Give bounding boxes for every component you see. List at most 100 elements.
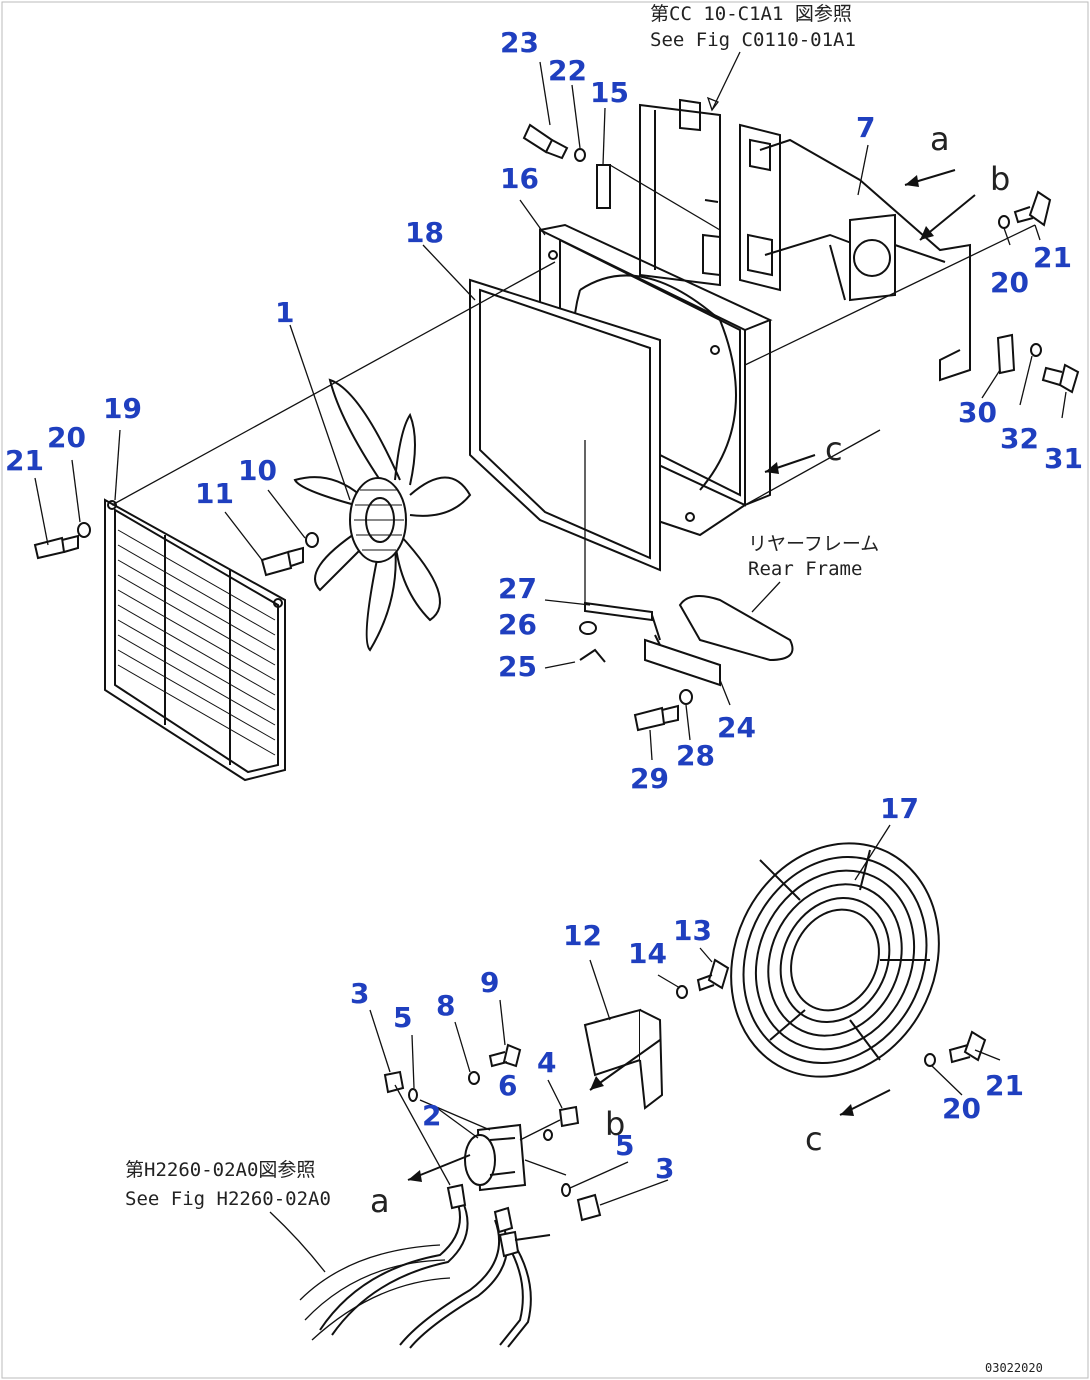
arrow-b-bottom: b	[589, 1039, 661, 1143]
assembly-guide-lines	[419, 1099, 567, 1176]
alignment-line-top	[111, 261, 556, 506]
callout-17: 17	[880, 792, 919, 825]
callout-numbers: 1 2 3 3 4 5 5 6 7 8 9 10 11 12 13 14 15 …	[5, 26, 1083, 1185]
alignment-line-shroud	[744, 429, 881, 506]
small-clip-30	[996, 333, 1016, 375]
callout-21-upper-right: 21	[1033, 241, 1072, 274]
o-ring-5-right	[561, 1183, 571, 1197]
rear-frame-note-jp: リヤーフレーム	[748, 533, 879, 555]
top-note-leader	[711, 51, 741, 111]
bolt-23	[522, 123, 569, 160]
bolt-31	[1041, 363, 1080, 394]
bottom-note-leader	[269, 1211, 326, 1273]
valve-body-2	[464, 1123, 527, 1192]
callout-21-lower-right: 21	[985, 1069, 1024, 1102]
callout-22: 22	[548, 54, 587, 87]
bolt-13	[696, 958, 730, 992]
callout-26: 26	[498, 608, 537, 641]
callout-21-left: 21	[5, 444, 44, 477]
bracket-24	[644, 634, 721, 687]
callout-14: 14	[628, 937, 667, 970]
fan-guard	[730, 842, 940, 1078]
washer-20-lower-right	[924, 1053, 936, 1067]
bolt-29	[633, 704, 679, 732]
washer-14	[676, 985, 688, 999]
svg-text:a: a	[370, 1182, 390, 1220]
svg-text:b: b	[990, 160, 1010, 198]
callout-5-left: 5	[393, 1001, 412, 1034]
callout-2: 2	[422, 1099, 441, 1132]
callout-11: 11	[195, 477, 234, 510]
callout-13: 13	[673, 914, 712, 947]
bolt-9	[488, 1043, 522, 1068]
callout-29: 29	[630, 762, 669, 795]
callout-30: 30	[958, 396, 997, 429]
washer-26	[579, 621, 597, 635]
rear-frame-note-en: Rear Frame	[748, 558, 862, 580]
svg-text:c: c	[825, 430, 843, 468]
arrow-a-bottom: a	[370, 1154, 471, 1220]
callout-12: 12	[563, 919, 602, 952]
callout-27: 27	[498, 572, 537, 605]
svg-text:c: c	[805, 1120, 823, 1158]
callout-4: 4	[537, 1046, 556, 1079]
callout-24: 24	[717, 711, 756, 744]
callout-3-left: 3	[350, 977, 369, 1010]
callout-8: 8	[436, 989, 455, 1022]
arrow-c-bottom: c	[805, 1089, 891, 1158]
callout-20-lower-right: 20	[942, 1092, 981, 1125]
callout-31: 31	[1044, 442, 1083, 475]
o-ring-5-left	[408, 1088, 418, 1102]
hose-guide-line-left	[394, 1084, 451, 1186]
washer-28	[679, 689, 693, 705]
side-stay-bracket	[829, 179, 971, 382]
bottom-reference-note-en: See Fig H2260-02A0	[125, 1188, 331, 1210]
callout-6: 6	[498, 1069, 517, 1102]
callout-25: 25	[498, 650, 537, 683]
callout-19: 19	[103, 392, 142, 425]
callout-leaders	[34, 61, 1067, 1206]
callout-9: 9	[480, 966, 499, 999]
shroud-stay-27	[584, 601, 661, 641]
arrow-a-top: a	[904, 120, 956, 187]
shroud-seal	[469, 278, 661, 572]
top-reference-note-en: See Fig C0110-01A1	[650, 29, 856, 51]
washer-20-upper-right	[998, 215, 1010, 229]
callout-23: 23	[500, 26, 539, 59]
small-clip-15	[596, 164, 611, 209]
callout-7: 7	[856, 111, 875, 144]
arrow-b-top: b	[919, 160, 1010, 241]
callout-16: 16	[500, 162, 539, 195]
callout-18: 18	[405, 216, 444, 249]
washer-20-left	[77, 522, 91, 538]
rear-frame-leader	[751, 581, 781, 613]
top-reference-note-jp: 第CC 10-C1A1 図参照	[650, 3, 852, 25]
valve-bracket-12	[583, 1008, 664, 1110]
callout-15: 15	[590, 76, 629, 109]
washer-32	[1030, 343, 1042, 357]
washer-10	[305, 532, 319, 548]
bolt-21-lower-right	[948, 1030, 987, 1064]
bolt-21-upper-right	[1013, 190, 1052, 227]
washer-22	[574, 148, 586, 162]
callout-20-left: 20	[47, 421, 86, 454]
grille-slats	[117, 529, 276, 756]
plug-4	[558, 1105, 580, 1128]
callout-32: 32	[1000, 422, 1039, 455]
callout-20-upper-right: 20	[990, 266, 1029, 299]
callout-5-right: 5	[615, 1129, 634, 1162]
fitting-3-right	[576, 1193, 602, 1222]
callout-1: 1	[275, 296, 294, 329]
radiator-grille	[104, 498, 286, 782]
drawing-code: 03022020	[985, 1361, 1043, 1375]
bolt-11	[260, 546, 304, 577]
bottom-reference-note-jp: 第H2260-02A0図参照	[125, 1159, 315, 1181]
pin-25	[579, 648, 606, 663]
bolt-21-left	[33, 534, 79, 560]
fitting-3-left	[383, 1070, 405, 1094]
washer-8	[468, 1071, 480, 1085]
hydraulic-hoses	[299, 1183, 551, 1349]
arrow-c-mid: c	[764, 430, 843, 474]
